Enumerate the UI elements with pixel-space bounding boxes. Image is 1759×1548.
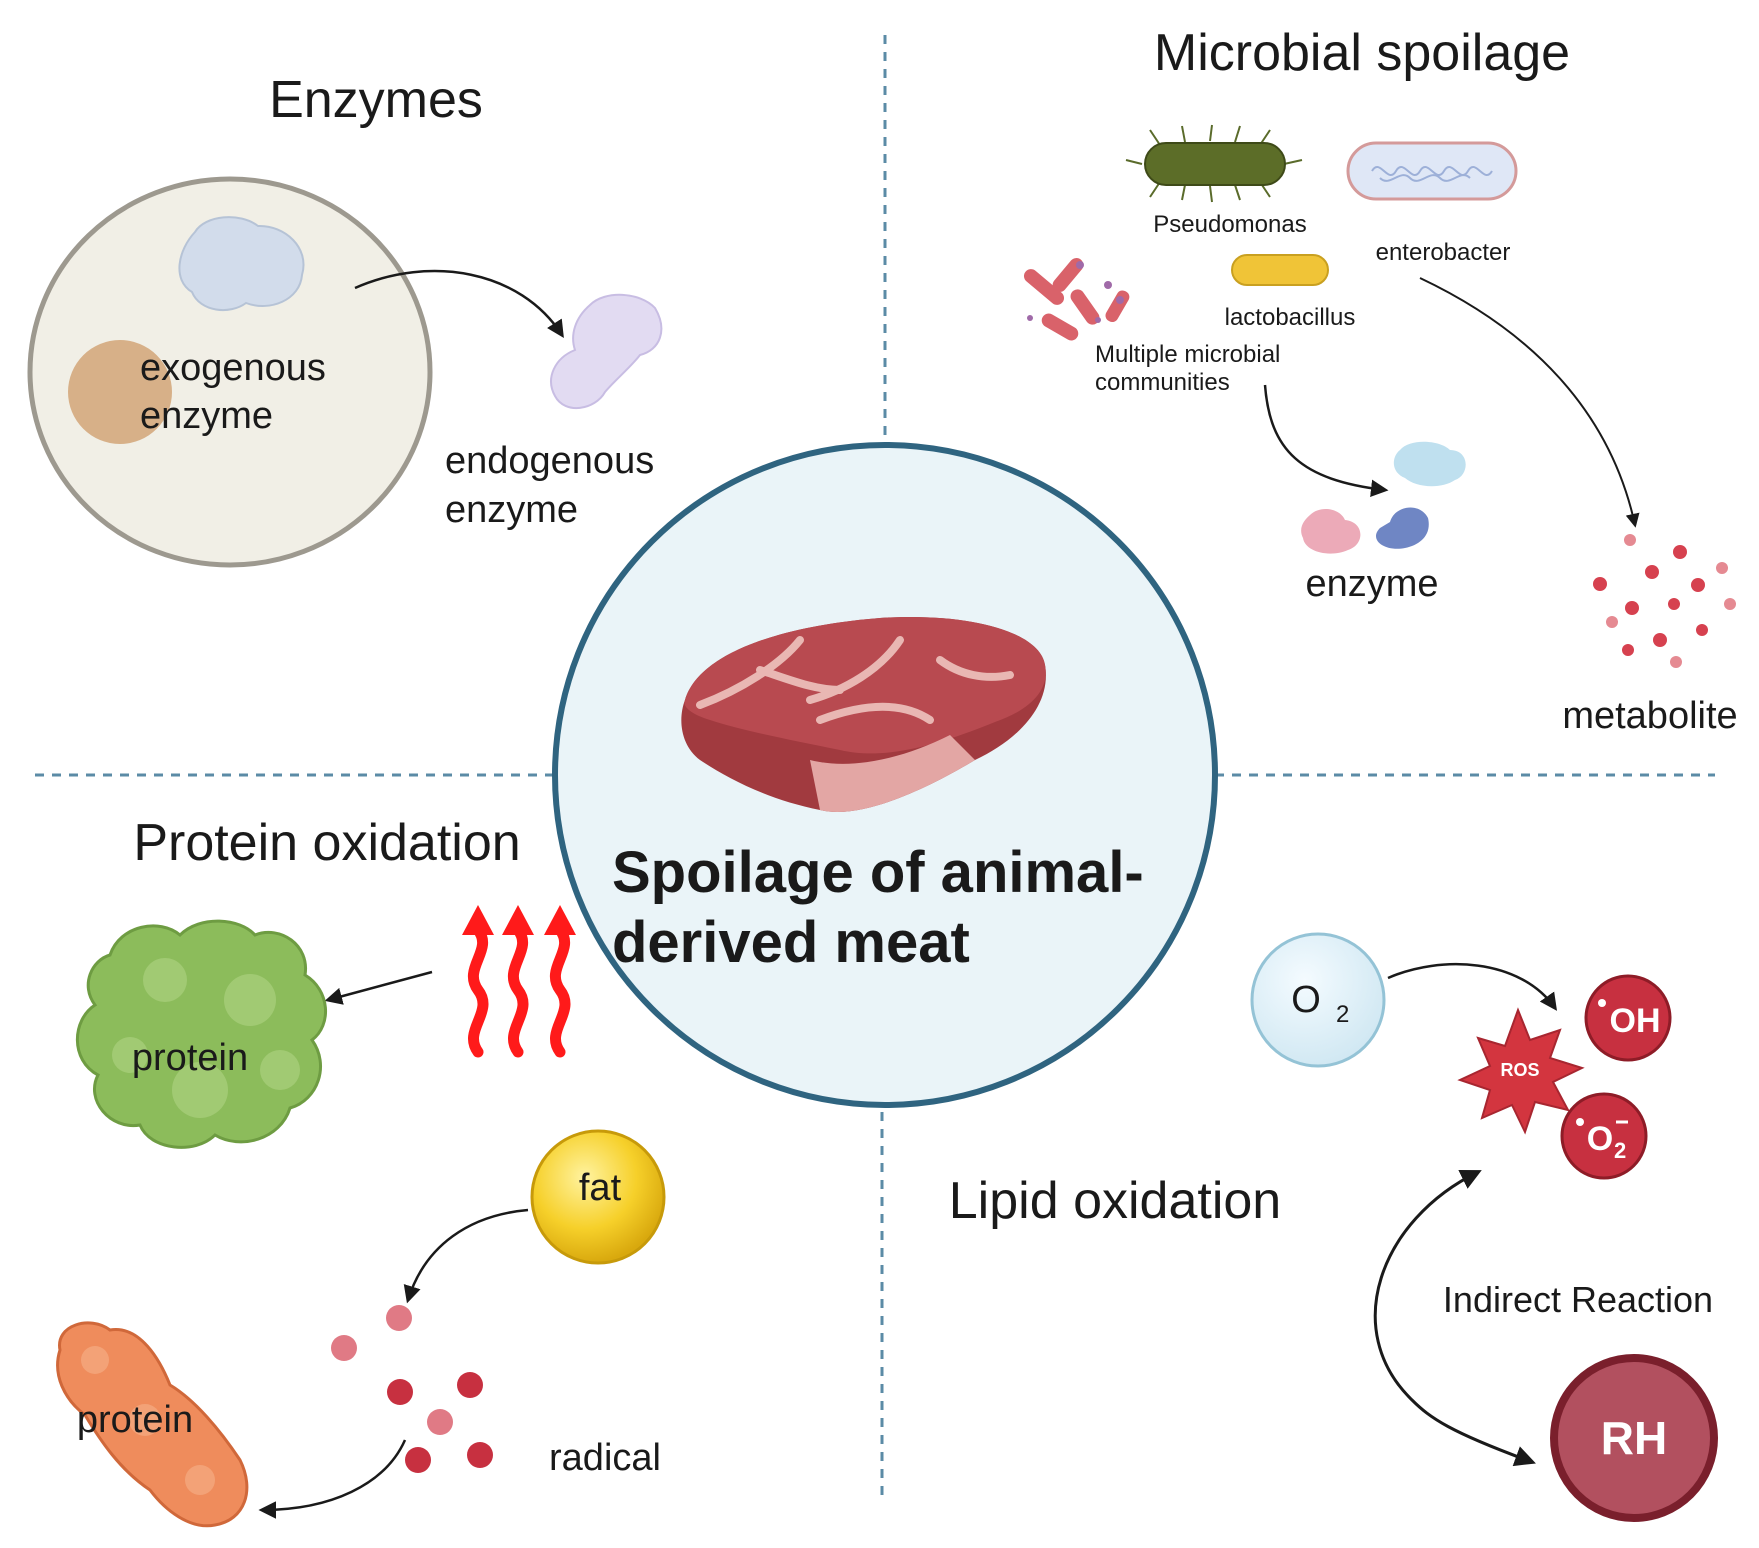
endogenous-enzyme-shape	[550, 293, 663, 410]
communities-label-2: communities	[1095, 369, 1230, 396]
enzymes-title: Enzymes	[269, 71, 483, 129]
radical-to-protein-arrow	[258, 1439, 407, 1519]
heat-icon	[462, 905, 576, 1058]
hydroxyl-radical-icon: OH	[1584, 974, 1672, 1062]
microbial-communities-icon	[1023, 258, 1130, 341]
protein-oxidation-quadrant: Protein oxidation protein fat	[56, 814, 666, 1528]
exogenous-label: exogenous	[140, 347, 326, 389]
center-circle: Spoilage of animal- derived meat	[552, 442, 1218, 1108]
microbial-title: Microbial spoilage	[1154, 24, 1570, 82]
pseudomonas-icon	[1125, 124, 1303, 203]
enterobacter-icon	[1346, 141, 1518, 201]
o2-label: O	[1291, 979, 1321, 1021]
quadrant-dividers	[35, 35, 1715, 1500]
center-title: Spoilage of animal-	[612, 840, 1144, 905]
metabolite-label: metabolite	[1562, 695, 1737, 737]
rh-label: RH	[1601, 1412, 1667, 1464]
pseudomonas-label: Pseudomonas	[1153, 211, 1306, 238]
lactobacillus-label: lactobacillus	[1225, 304, 1356, 331]
communities-label: Multiple microbial	[1095, 341, 1280, 368]
fat-to-radical-arrow	[403, 1208, 529, 1304]
radical-label: radical	[549, 1437, 661, 1479]
endogenous-label-2: enzyme	[445, 489, 578, 531]
o2-radical-subscript: 2	[1614, 1138, 1626, 1163]
oh-label: OH	[1610, 1002, 1661, 1040]
microbial-quadrant: Microbial spoilage Pseudomonas enterobac…	[1023, 24, 1738, 737]
ros-burst-icon: ROS	[1457, 1007, 1585, 1135]
protein-label-2: protein	[77, 1399, 193, 1441]
ros-label: ROS	[1500, 1060, 1539, 1080]
nucleus	[68, 340, 172, 444]
lactobacillus-icon	[1231, 254, 1329, 286]
indirect-reaction-arrow	[1373, 1169, 1536, 1467]
enzyme-cluster-icon	[1301, 441, 1466, 554]
o2-radical-label: O	[1587, 1120, 1613, 1158]
communities-to-enzyme-arrow	[1263, 384, 1389, 498]
endogenous-label: endogenous	[445, 440, 654, 482]
metabolite-dots	[1593, 534, 1736, 668]
exo-to-endo-arrow	[354, 269, 564, 338]
enzymes-quadrant: Enzymes exogenous enzyme endogenous enzy…	[27, 71, 663, 568]
indirect-reaction-label: Indirect Reaction	[1443, 1279, 1713, 1320]
o2-molecule-icon: O 2	[1250, 932, 1386, 1068]
superoxide-radical-icon: O 2	[1560, 1092, 1648, 1180]
o2-to-ros-arrow	[1387, 962, 1558, 1011]
meat-steak-icon	[681, 616, 1046, 812]
exogenous-enzyme-shape	[178, 216, 305, 311]
enterobacter-to-metabolite-arrow	[1419, 277, 1640, 528]
rh-molecule-icon: RH	[1550, 1354, 1718, 1522]
lipid-oxidation-title: Lipid oxidation	[949, 1172, 1281, 1230]
fat-droplet-icon	[530, 1129, 666, 1265]
radical-dots	[331, 1305, 493, 1473]
lipid-oxidation-quadrant: Lipid oxidation O 2 ROS OH O 2 Indirect …	[949, 932, 1718, 1522]
protein-orange-icon	[56, 1321, 249, 1528]
heat-to-protein-arrow	[324, 970, 433, 1005]
exogenous-label-2: enzyme	[140, 395, 273, 437]
protein-oxidation-title: Protein oxidation	[133, 814, 520, 872]
enzyme-label: enzyme	[1305, 563, 1438, 605]
o2-subscript: 2	[1336, 1001, 1349, 1028]
cell	[27, 176, 433, 568]
protein-label-1: protein	[132, 1037, 248, 1079]
enterobacter-label: enterobacter	[1376, 239, 1511, 266]
protein-green-icon	[75, 919, 327, 1149]
center-title-2: derived meat	[612, 910, 970, 975]
fat-label: fat	[579, 1167, 622, 1209]
